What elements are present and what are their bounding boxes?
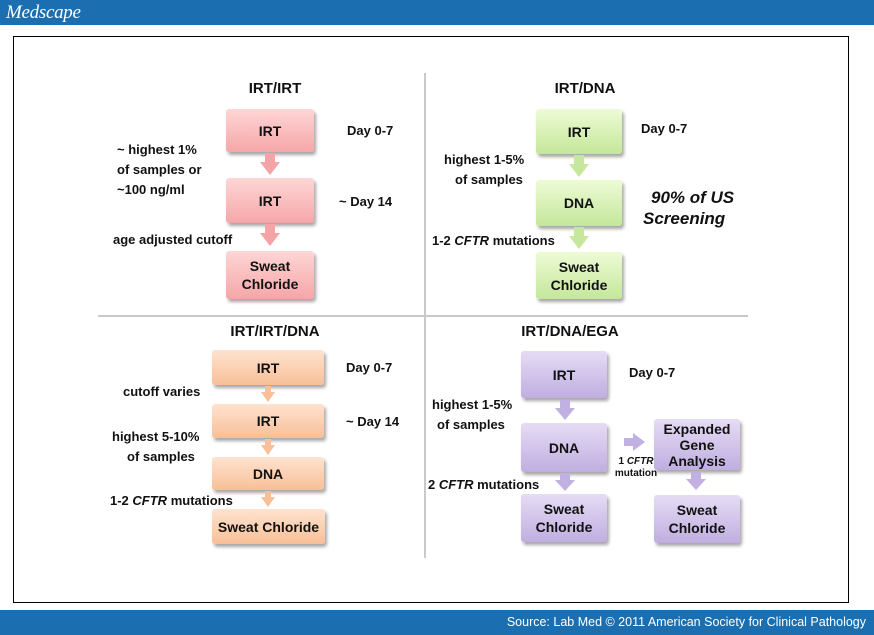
q2-box3-line2: Chloride — [550, 276, 608, 293]
q4-side-label-1: 1 CFTR — [608, 456, 664, 467]
q2-note-2: Screening — [643, 209, 726, 228]
q4-sweat-chloride-box-2: Sweat Chloride — [654, 495, 740, 543]
q2-box3-line1: Sweat — [558, 258, 600, 275]
q2-arrow-2 — [569, 227, 589, 249]
q1-irt-box-1: IRT — [226, 109, 314, 152]
q4-box4-line3: Analysis — [668, 452, 726, 469]
q3-title: IRT/IRT/DNA — [230, 323, 320, 340]
q4-dna-box: DNA — [521, 423, 607, 472]
top-banner: Medscape — [0, 0, 874, 25]
q4-irt-box: IRT — [521, 351, 607, 398]
q4-label-a-1: highest 1-5% — [432, 397, 513, 412]
q4-label-b-post: mutations — [473, 477, 540, 492]
q2-sweat-chloride-box: Sweat Chloride — [536, 252, 622, 299]
q3-dna-box: DNA — [212, 457, 324, 490]
q3-label-b-2: of samples — [127, 449, 195, 464]
q4-arrow-2 — [555, 473, 575, 491]
q4-box3-line1: Sweat — [543, 501, 585, 517]
q1-box2-label: IRT — [258, 192, 282, 209]
q1-irt-box-2: IRT — [226, 178, 314, 223]
q1-label-a-1: ~ highest 1% — [117, 142, 197, 157]
q3-day-1: Day 0-7 — [346, 360, 393, 375]
q1-label-a-2: of samples or — [117, 162, 202, 177]
q4-box5-line1: Sweat — [676, 502, 718, 518]
q3-sweat-chloride-box: Sweat Chloride — [212, 509, 325, 544]
q3-label-c-gene: CFTR — [132, 493, 168, 508]
horizontal-divider — [98, 315, 748, 317]
q3-label-c-pre: 1-2 — [110, 493, 133, 508]
q4-box3-line2: Chloride — [535, 519, 593, 535]
q4-title: IRT/DNA/EGA — [521, 323, 619, 340]
q4-arrow-3 — [686, 472, 706, 490]
q2-day-1: Day 0-7 — [641, 121, 688, 136]
q2-label-b-post: mutations — [489, 233, 555, 248]
bottom-banner: Source: Lab Med © 2011 American Society … — [0, 610, 874, 635]
q4-label-b: 2 CFTR mutations — [428, 474, 539, 495]
q2-label-b-pre: 1-2 — [432, 233, 455, 248]
q2-box2-label: DNA — [563, 195, 595, 211]
q2-label-b: 1-2 CFTR mutations — [432, 230, 555, 251]
q3-irt-box-1: IRT — [212, 350, 324, 385]
q1-box3-line1: Sweat — [249, 258, 291, 274]
q3-arrow-2 — [261, 439, 275, 455]
q4-label-b-pre: 2 — [428, 477, 439, 492]
q4-label-a-2: of samples — [437, 417, 505, 432]
q2-label-a-1: highest 1-5% — [444, 152, 525, 167]
source-credit: Source: Lab Med © 2011 American Society … — [506, 615, 866, 629]
q4-arrow-1 — [555, 400, 575, 420]
q4-expanded-gene-analysis-box: Expanded Gene Analysis — [654, 419, 740, 470]
q3-day-2: ~ Day 14 — [346, 414, 400, 429]
q1-title: IRT/IRT — [248, 80, 302, 97]
q2-title: IRT/DNA — [554, 80, 616, 97]
q2-box1-label: IRT — [567, 123, 591, 140]
q4-box1-label: IRT — [552, 366, 576, 383]
q4-box4-line2: Gene — [679, 436, 715, 453]
q3-box1-label: IRT — [256, 359, 280, 376]
q3-box3-label: DNA — [252, 465, 284, 482]
q1-day-1: Day 0-7 — [347, 123, 394, 138]
q4-day-1: Day 0-7 — [629, 365, 676, 380]
q3-irt-box-2: IRT — [212, 404, 324, 438]
q4-side-label-2: mutation — [614, 468, 658, 479]
q2-dna-box: DNA — [536, 180, 622, 226]
q1-day-2: ~ Day 14 — [339, 194, 393, 209]
q1-label-a-3: ~100 ng/ml — [117, 182, 185, 197]
q3-label-a: cutoff varies — [123, 384, 201, 399]
q2-label-b-gene: CFTR — [454, 233, 490, 248]
q2-note-1: 90% of US — [651, 188, 735, 207]
q4-box5-line2: Chloride — [668, 520, 726, 536]
q1-arrow-2 — [260, 224, 280, 246]
q1-box1-label: IRT — [258, 122, 282, 139]
q1-sweat-chloride-box: Sweat Chloride — [226, 251, 314, 299]
q2-label-a-2: of samples — [455, 172, 523, 187]
q4-side-gene: CFTR — [626, 456, 654, 467]
q4-sweat-chloride-box-1: Sweat Chloride — [521, 494, 607, 542]
q3-arrow-1 — [261, 386, 275, 402]
medscape-logo: Medscape — [6, 2, 81, 23]
q4-box4-line1: Expanded — [663, 420, 731, 437]
q3-label-b-1: highest 5-10% — [112, 429, 200, 444]
q1-label-b: age adjusted cutoff — [113, 232, 233, 247]
q3-label-c-post: mutations — [167, 493, 233, 508]
q3-arrow-3 — [261, 491, 275, 507]
q1-box3-line2: Chloride — [241, 276, 299, 292]
q4-side-pre: 1 — [618, 456, 627, 467]
q2-arrow-1 — [569, 155, 589, 177]
q4-box2-label: DNA — [548, 439, 580, 456]
q3-label-c: 1-2 CFTR mutations — [110, 490, 233, 511]
q4-label-b-gene: CFTR — [438, 477, 474, 492]
q3-box2-label: IRT — [256, 413, 280, 429]
q4-arrow-right — [624, 433, 645, 451]
q2-irt-box: IRT — [536, 109, 622, 154]
q1-arrow-1 — [260, 153, 280, 175]
q3-box4-label: Sweat Chloride — [217, 518, 320, 535]
